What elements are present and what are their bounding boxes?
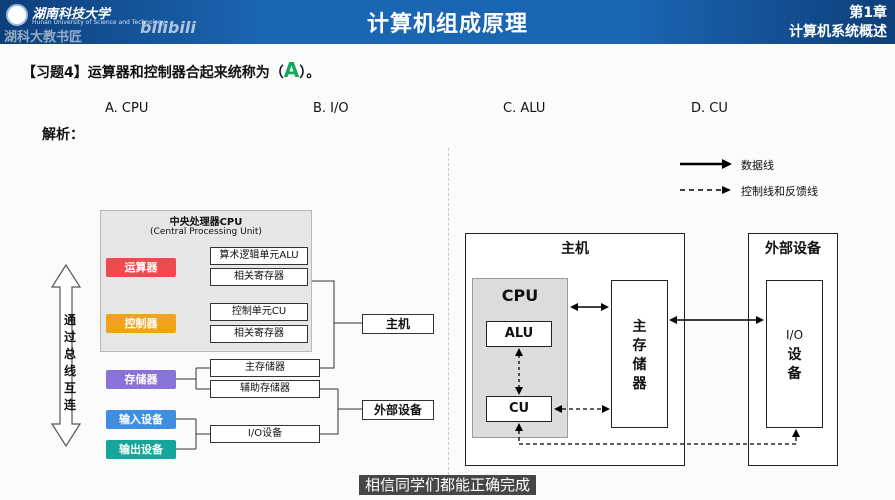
cpu-title: 中央处理器CPU: [169, 217, 243, 228]
io-device-box: I/O设备: [210, 425, 320, 443]
question-prefix: 【习题4】运算器和控制器合起来统称为（: [22, 65, 284, 81]
memory-char: 存: [632, 338, 647, 354]
question-text: 【习题4】运算器和控制器合起来统称为（A）。: [22, 58, 320, 82]
main-memory-box: 主存储器: [210, 359, 320, 377]
arrow-icon: [515, 348, 523, 356]
alu-unit-box: 运算器: [106, 258, 176, 277]
option-a: A. CPU: [105, 101, 149, 116]
io-label: I/O: [785, 328, 804, 342]
channel-watermark: 湖科大教书匠: [4, 30, 83, 45]
main-memory-label: 主 存 储 器: [611, 318, 668, 394]
cu-register-box: 相关寄存器: [210, 325, 308, 343]
title-bar: [0, 0, 895, 44]
chapter-name: 计算机系统概述: [789, 24, 887, 40]
arrow-icon: [570, 303, 578, 311]
memory-char: 储: [632, 357, 647, 373]
legend-data-line: 数据线: [741, 159, 774, 172]
cu-sub-box: 控制单元CU: [210, 303, 308, 321]
bus-char: 互: [63, 381, 76, 395]
io-device-box-right: [766, 280, 823, 428]
arrow-icon: [602, 405, 610, 413]
device-char: 备: [787, 366, 802, 382]
page-title: 计算机组成原理: [366, 12, 528, 37]
device-char: 设: [787, 347, 802, 363]
option-c: C. ALU: [503, 101, 546, 116]
memory-box: 存储器: [106, 370, 176, 389]
host-box: 主机: [362, 314, 434, 334]
arrow-icon: [554, 405, 562, 413]
external-device-box: 外部设备: [362, 400, 434, 420]
arrow-icon: [722, 159, 732, 169]
alu-sub-box: 算术逻辑单元ALU: [210, 247, 308, 265]
bus-label: 通 过 总 线 互 连: [62, 312, 78, 414]
alu-register-box: 相关寄存器: [210, 268, 308, 286]
arrow-icon: [515, 423, 523, 431]
bus-char: 过: [63, 330, 76, 344]
answer-letter: A: [283, 58, 300, 82]
bus-char: 连: [63, 398, 76, 412]
subtitle-text: 相信同学们都能正确完成: [358, 475, 536, 495]
bus-char: 总: [63, 347, 76, 361]
bus-char: 通: [63, 313, 76, 327]
arrow-icon: [756, 316, 764, 324]
control-unit-box: 控制器: [106, 314, 176, 333]
input-device-box: 输入设备: [106, 410, 176, 429]
memory-char: 器: [632, 376, 647, 392]
university-name: 湖南科技大学: [32, 7, 111, 22]
memory-char: 主: [632, 319, 647, 335]
alu-box: ALU: [486, 321, 552, 347]
arrow-icon: [669, 316, 677, 324]
external-label: 外部设备: [765, 241, 821, 257]
host-label: 主机: [561, 241, 589, 257]
cu-box: CU: [486, 396, 552, 422]
university-logo-icon: [6, 4, 28, 26]
output-device-box: 输出设备: [106, 440, 176, 459]
chapter-number: 第1章: [849, 5, 887, 21]
question-suffix: ）。: [299, 65, 321, 81]
bilibili-watermark: bilibili: [140, 18, 196, 37]
arrow-icon: [792, 429, 800, 437]
arrow-icon: [515, 387, 523, 395]
divider: [448, 148, 449, 480]
io-device-label: 设 备: [766, 346, 823, 384]
legend-control-line: 控制线和反馈线: [741, 185, 818, 198]
bus-double-arrow-icon: [50, 263, 82, 448]
cpu-subtitle: (Central Processing Unit): [150, 227, 262, 237]
option-b: B. I/O: [313, 101, 349, 116]
main-memory-box-right: [611, 280, 668, 428]
bus-char: 线: [63, 364, 76, 378]
arrow-icon: [601, 303, 609, 311]
arrow-icon: [722, 186, 731, 194]
aux-memory-box: 辅助存储器: [210, 380, 320, 398]
video-subtitle: 相信同学们都能正确完成: [0, 474, 895, 495]
university-name-en: Hunan University of Science and Technolo…: [32, 19, 166, 26]
option-d: D. CU: [691, 101, 728, 116]
analysis-label: 解析：: [42, 127, 84, 143]
external-outer-box: [748, 233, 838, 466]
cpu-label: CPU: [501, 286, 539, 305]
